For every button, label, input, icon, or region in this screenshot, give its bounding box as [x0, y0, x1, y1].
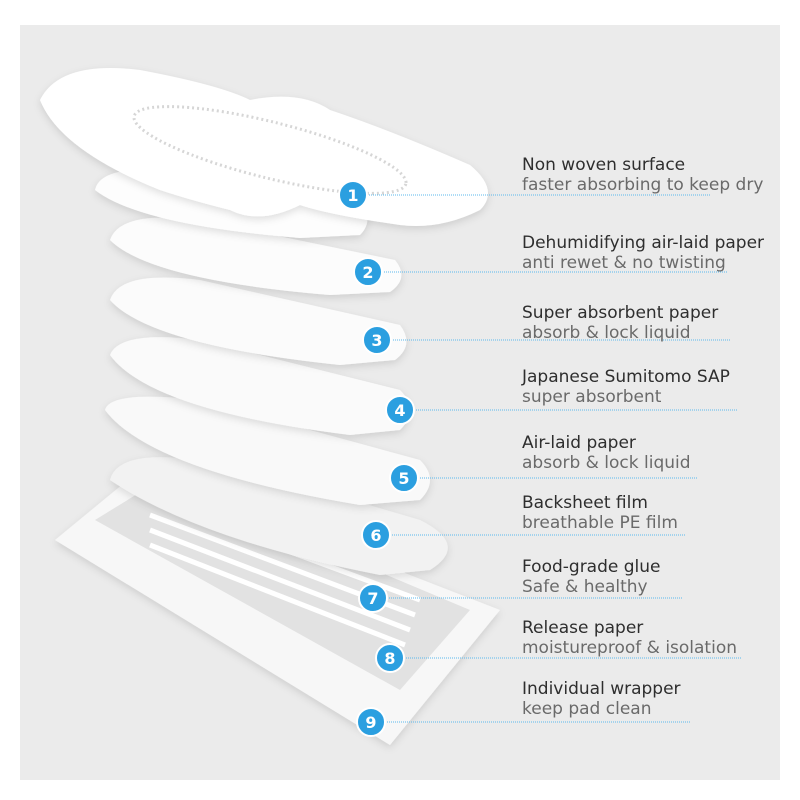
layer-title: Super absorbent paper [522, 303, 719, 323]
layer-airlaid [105, 396, 430, 505]
layer-title: Air-laid paper [522, 433, 636, 453]
layer-sap [110, 337, 410, 435]
layer-title: Dehumidifying air-laid paper [522, 233, 765, 253]
layer-nonwoven-top [40, 68, 488, 226]
layer-title: Food-grade glue [522, 557, 661, 577]
layer-dehumidifying [110, 217, 402, 295]
layer-subtitle: Safe & healthy [522, 577, 648, 597]
badge-number: 1 [347, 186, 358, 205]
number-badge [356, 707, 386, 737]
number-badge [353, 257, 383, 287]
layer-release-paper [95, 480, 470, 690]
layer-title: Non woven surface [522, 155, 686, 175]
number-badge [361, 520, 391, 550]
layer-subtitle: keep pad clean [522, 699, 652, 719]
layer-super-absorbent [110, 277, 407, 365]
layer-backsheet [110, 457, 448, 575]
badge-number: 6 [370, 526, 381, 545]
layer-subtitle: absorb & lock liquid [522, 453, 691, 473]
layer-subtitle: super absorbent [522, 387, 662, 407]
layer-title: Japanese Sumitomo SAP [522, 367, 730, 387]
badge-number: 7 [367, 589, 378, 608]
number-badge [375, 643, 405, 673]
badge-number: 5 [398, 469, 409, 488]
number-badge [385, 395, 415, 425]
badge-number: 8 [384, 649, 395, 668]
badge-number: 3 [371, 331, 382, 350]
layer-title: Individual wrapper [522, 679, 681, 699]
number-badge [338, 180, 368, 210]
badge-number: 9 [365, 713, 376, 732]
badge-number: 2 [362, 263, 373, 282]
layer-subtitle: faster absorbing to keep dry [522, 175, 764, 195]
layer-subtitle: moistureproof & isolation [522, 638, 737, 658]
badge-number: 4 [394, 401, 405, 420]
layer-subtitle: absorb & lock liquid [522, 323, 691, 343]
layer-title: Release paper [522, 618, 644, 638]
layer-subtitle: breathable PE film [522, 513, 678, 533]
layer-subtitle: anti rewet & no twisting [522, 253, 726, 273]
number-badge [358, 583, 388, 613]
layer-title: Backsheet film [522, 493, 648, 513]
number-badge [362, 325, 392, 355]
number-badge [389, 463, 419, 493]
